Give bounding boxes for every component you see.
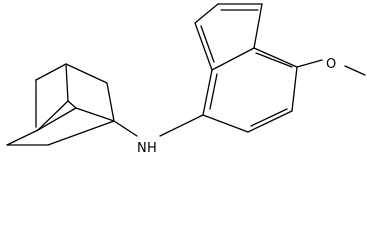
bond: [194, 3, 219, 24]
bond: [35, 63, 67, 81]
bond: [47, 120, 115, 146]
bond: [202, 69, 213, 116]
bond: [65, 63, 69, 102]
naphthalene-ring: [194, 3, 298, 133]
amine-linkage: [113, 114, 204, 137]
bond: [67, 100, 77, 109]
amine-hydrogen-label: H: [147, 141, 157, 156]
bond: [194, 22, 213, 71]
bond: [75, 107, 115, 122]
bond: [200, 25, 215, 63]
bond: [37, 107, 77, 131]
bond: [37, 100, 69, 131]
amine-nitrogen-label: N: [137, 141, 147, 156]
adamantane-cage: [6, 63, 115, 146]
bond: [159, 114, 204, 137]
bond: [202, 114, 249, 133]
bond: [209, 73, 218, 110]
bond: [250, 108, 288, 127]
bond: [113, 120, 138, 137]
atom-labels: N H O: [137, 57, 336, 156]
chemical-structure: N H O: [6, 3, 366, 156]
bond: [296, 59, 323, 68]
bond: [65, 63, 108, 84]
methoxy-group: [296, 59, 366, 76]
bond: [255, 52, 293, 68]
bond: [344, 65, 366, 76]
bond: [211, 47, 255, 71]
bond: [291, 66, 298, 112]
bond: [106, 82, 115, 122]
bond: [6, 129, 39, 146]
ether-oxygen-label: O: [326, 57, 336, 72]
bond: [253, 3, 263, 49]
bond: [247, 110, 293, 133]
bond: [253, 47, 298, 68]
